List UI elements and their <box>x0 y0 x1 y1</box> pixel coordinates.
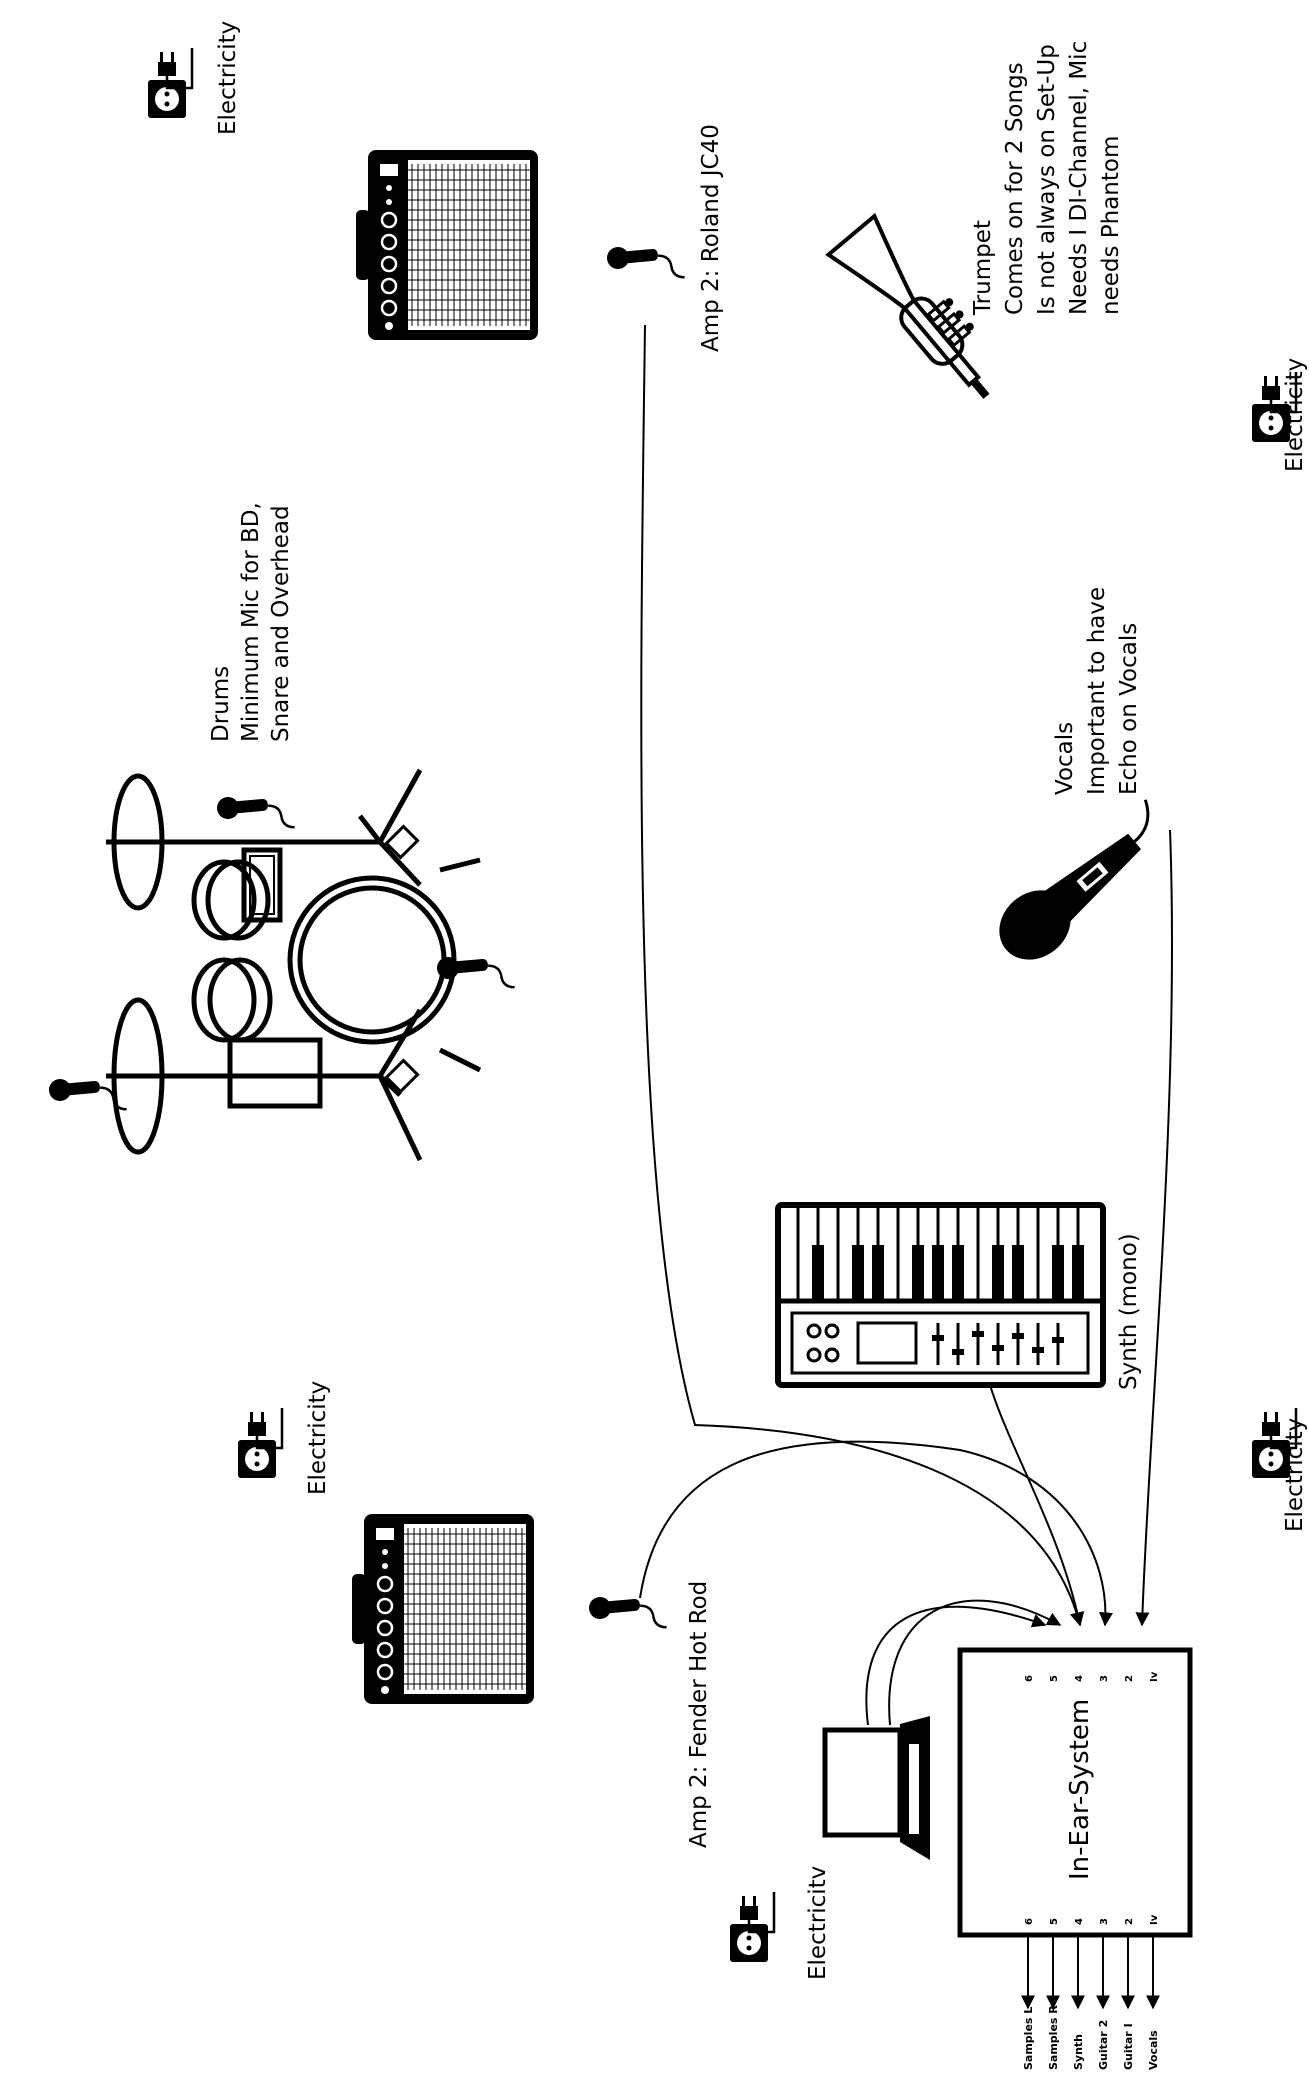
vocals-line2: Echo on Vocals <box>1116 623 1142 795</box>
in-ear-input-3: 3 <box>1099 1675 1110 1682</box>
trumpet-line2: Is not always on Set-Up <box>1034 44 1060 315</box>
amp-right-label: Amp 2: Roland JC40 <box>698 124 724 352</box>
electricity-icon <box>236 1406 284 1480</box>
trumpet-line3: Needs I DI-Channel, Mic <box>1066 41 1092 315</box>
synth-label: Synth (mono) <box>1116 1233 1142 1390</box>
signal-cables <box>639 324 1174 1726</box>
electricity-label: Electricitv <box>805 1866 831 1980</box>
output-label-vocals: Vocals <box>1147 2030 1160 2070</box>
in-ear-input-labels: 6 5 4 3 2 Iv <box>1024 1671 1160 1682</box>
in-ear-title: In-Ear-System <box>1065 1699 1095 1880</box>
in-ear-input-4: 4 <box>1074 1675 1085 1682</box>
vocal-microphone-icon <box>999 799 1150 960</box>
output-arrows <box>1021 1935 1160 2010</box>
trumpet-title: Trumpet <box>970 220 996 316</box>
laptop-icon <box>822 1716 930 1860</box>
trumpet-icon <box>825 212 990 399</box>
drum-kit-icon <box>106 768 482 1162</box>
in-ear-output-3: 3 <box>1099 1918 1110 1925</box>
in-ear-output-labels: 6 5 4 3 2 Iv <box>1024 1914 1160 1925</box>
in-ear-input-1: Iv <box>1149 1671 1160 1682</box>
in-ear-output-1: Iv <box>1149 1914 1160 1925</box>
in-ear-input-5: 5 <box>1049 1675 1060 1682</box>
electricity-label: Electricity <box>1282 358 1308 472</box>
electricity-label: Electricity <box>305 1381 331 1495</box>
trumpet-line1: Comes on for 2 Songs <box>1002 62 1028 315</box>
drums-line1: Minimum Mic for BD, <box>238 502 264 742</box>
electricity-icon <box>146 46 194 120</box>
vocals-title: Vocals <box>1052 722 1078 795</box>
cable-laptop-1 <box>865 1605 1047 1726</box>
output-label-synth: Synth <box>1072 2034 1085 2070</box>
in-ear-output-4: 4 <box>1074 1918 1085 1925</box>
electricity-label: Electricity <box>215 21 241 135</box>
cable-roland <box>640 324 1084 1627</box>
cable-synth <box>989 1384 1085 1627</box>
output-label-guitar-1: Guitar I <box>1122 2023 1135 2070</box>
in-ear-input-2: 2 <box>1124 1675 1135 1682</box>
vocals-line1: Important to have <box>1084 587 1110 795</box>
cable-laptop-2 <box>888 1599 1062 1726</box>
in-ear-system-box <box>957 1647 1193 1938</box>
microphone-icon <box>601 223 686 309</box>
in-ear-output-2: 2 <box>1124 1918 1135 1925</box>
electricity-icon <box>728 1890 776 1964</box>
microphone-icon <box>583 1573 668 1659</box>
in-ear-input-6: 6 <box>1024 1675 1035 1682</box>
drums-title: Drums <box>208 666 234 742</box>
in-ear-output-5: 5 <box>1049 1918 1060 1925</box>
output-channel-labels: Samples L Samples R Synth Guitar 2 Guita… <box>1022 2005 1160 2070</box>
synth-icon <box>775 1202 1106 1388</box>
cable-fender <box>639 1440 1113 1627</box>
amp-left-label: Amp 2: Fender Hot Rod <box>686 1581 712 1848</box>
amplifier-roland <box>354 148 540 342</box>
trumpet-line4: needs Phantom <box>1098 136 1124 315</box>
output-label-samples-l: Samples L <box>1022 2007 1035 2070</box>
cable-vocals <box>1135 829 1174 1627</box>
output-label-samples-r: Samples R <box>1047 2005 1060 2070</box>
output-label-guitar-2: Guitar 2 <box>1097 2020 1110 2070</box>
in-ear-output-6: 6 <box>1024 1918 1035 1925</box>
electricity-label: Electricity <box>1282 1418 1308 1532</box>
drums-line2: Snare and Overhead <box>268 505 294 742</box>
amplifier-fender <box>350 1512 536 1706</box>
